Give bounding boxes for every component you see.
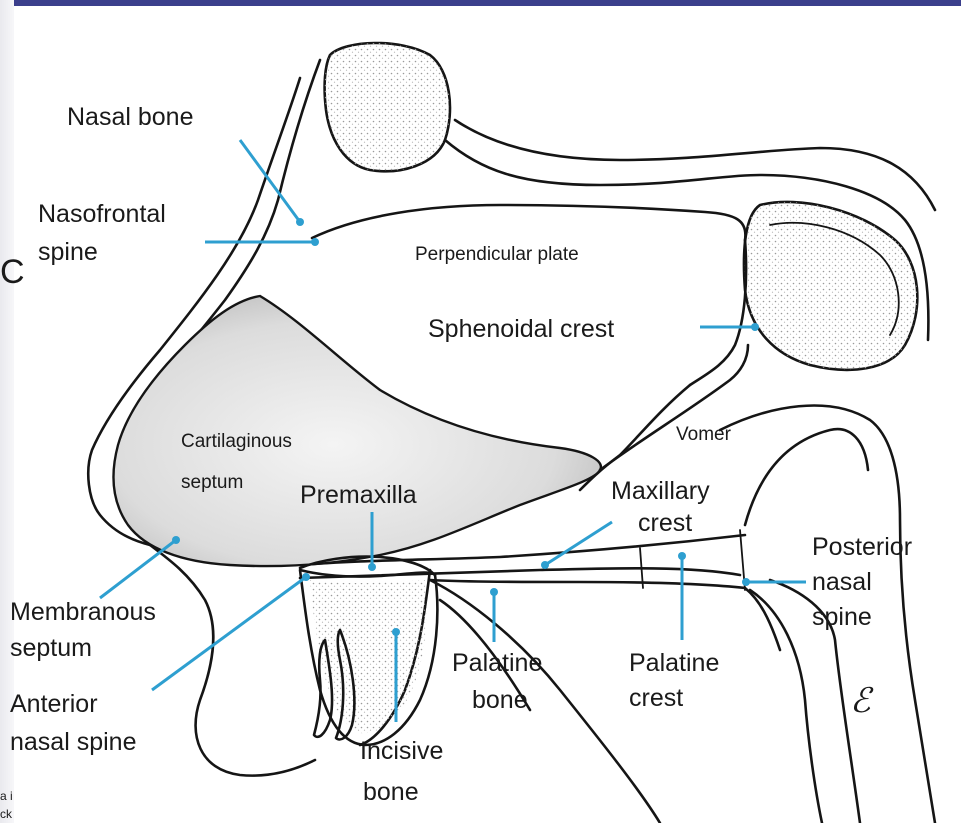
leader-dot-premaxilla <box>368 563 376 571</box>
leader-membranous-septum <box>100 540 176 598</box>
label-palatine-crest-line1: Palatine <box>629 649 719 677</box>
label-palatine-bone-line1: Palatine <box>452 649 542 677</box>
label-membranous-septum-line1: Membranous <box>10 598 156 626</box>
label-nasofrontal-spine-line2: spine <box>38 238 98 266</box>
label-posterior-nasal-spine-line1: Posterior <box>812 533 912 561</box>
leader-dot-palatine-bone <box>490 588 498 596</box>
label-posterior-nasal-spine-line2: nasal <box>812 568 872 596</box>
leader-dot-sphenoidal-crest <box>751 323 759 331</box>
leader-dot-membranous-septum <box>172 536 180 544</box>
artist-signature: ℰ <box>850 681 874 721</box>
label-incisive-bone-line1: Incisive <box>360 737 443 765</box>
label-anterior-nasal-spine-line1: Anterior <box>10 690 98 718</box>
leader-maxillary-crest <box>545 522 612 565</box>
label-vomer: Vomer <box>676 424 732 445</box>
label-maxillary-crest-line1: Maxillary <box>611 477 710 505</box>
label-perpendicular-plate: Perpendicular plate <box>415 244 579 265</box>
label-palatine-crest-line2: crest <box>629 684 683 712</box>
fragment-left-letter: C <box>0 253 25 291</box>
label-cartilaginous-septum-line2: septum <box>181 472 243 493</box>
label-anterior-nasal-spine-line2: nasal spine <box>10 728 136 756</box>
label-premaxilla: Premaxilla <box>300 481 417 509</box>
leader-dot-nasofrontal-spine <box>311 238 319 246</box>
label-incisive-bone-line2: bone <box>363 778 419 806</box>
label-cartilaginous-septum-line1: Cartilaginous <box>181 431 292 452</box>
label-sphenoidal-crest: Sphenoidal crest <box>428 315 614 343</box>
leader-dot-maxillary-crest <box>541 561 549 569</box>
leader-dot-palatine-crest <box>678 552 686 560</box>
leader-dot-incisive-bone <box>392 628 400 636</box>
leader-dot-anterior-nasal-spine <box>302 573 310 581</box>
label-palatine-bone-line2: bone <box>472 686 528 714</box>
leader-dot-nasal-bone <box>296 218 304 226</box>
label-nasofrontal-spine-line1: Nasofrontal <box>38 200 166 228</box>
label-maxillary-crest-line2: crest <box>638 509 692 537</box>
label-membranous-septum-line2: septum <box>10 634 92 662</box>
leader-anterior-nasal-spine <box>152 577 306 690</box>
leader-dot-posterior-nasal-spine <box>742 578 750 586</box>
label-nasal-bone: Nasal bone <box>67 103 193 131</box>
fragment-bottom-left-1: a i <box>0 789 13 803</box>
fragment-bottom-left-2: ck <box>0 807 13 821</box>
label-posterior-nasal-spine-line3: spine <box>812 603 872 631</box>
